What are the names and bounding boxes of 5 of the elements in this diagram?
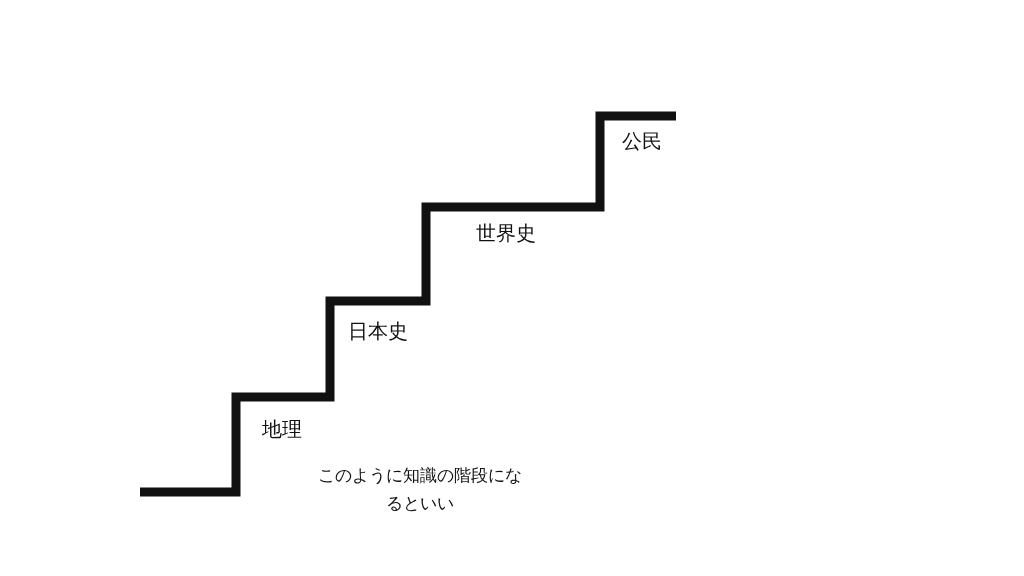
step-label: 地理 — [262, 417, 302, 442]
caption: このように知識の階段になるといい — [317, 465, 523, 515]
step-label: 世界史 — [476, 221, 536, 246]
step-label: 公民 — [622, 129, 662, 154]
step-label: 日本史 — [348, 319, 408, 344]
